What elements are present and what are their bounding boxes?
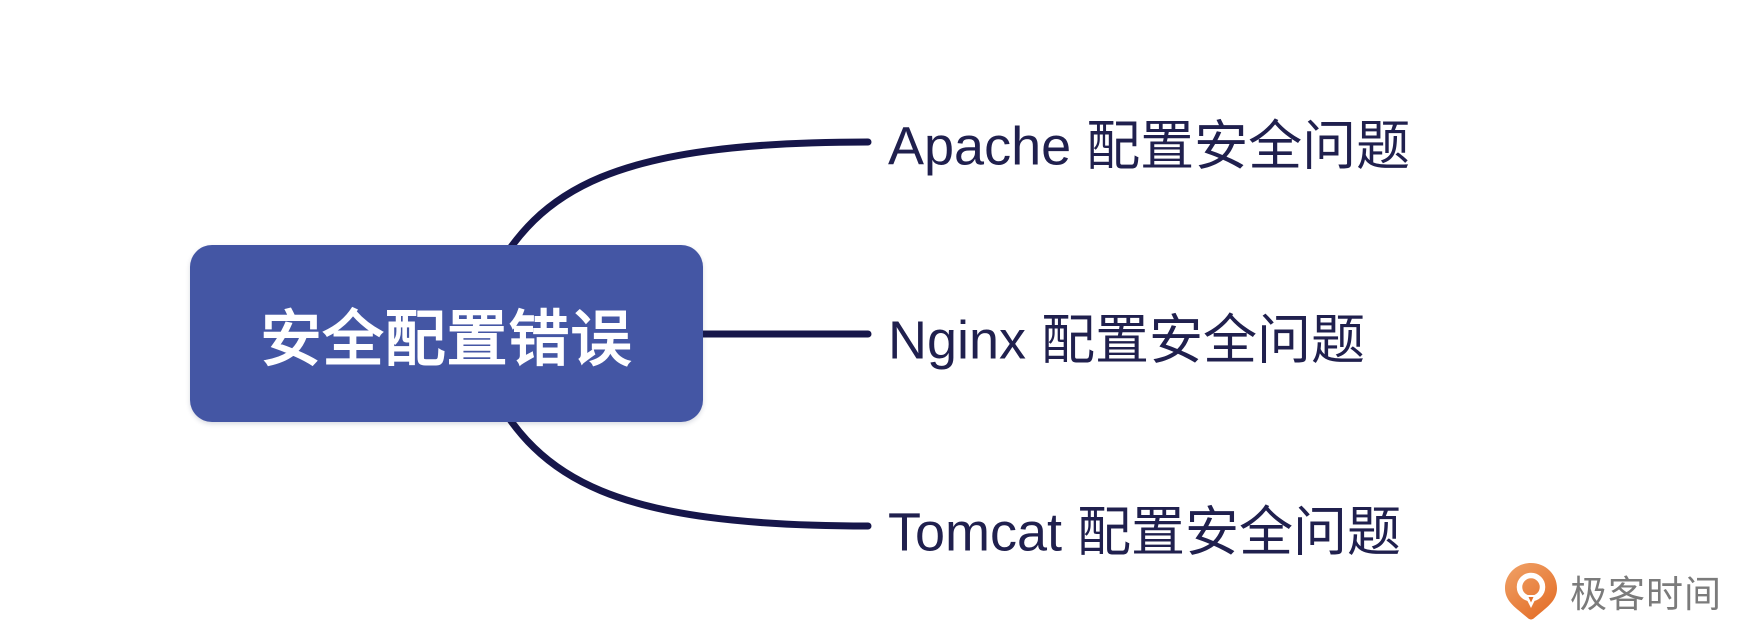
geek-time-pin-icon bbox=[1505, 563, 1557, 620]
branch-node-nginx[interactable]: Nginx 配置安全问题 bbox=[888, 310, 1366, 371]
root-node[interactable]: 安全配置错误 bbox=[190, 245, 703, 422]
watermark-logo: 极客时间 bbox=[1502, 560, 1722, 622]
branch-node-tomcat[interactable]: Tomcat 配置安全问题 bbox=[888, 502, 1402, 563]
connector-bottom-branch bbox=[486, 384, 872, 530]
watermark-logo-text: 极客时间 bbox=[1570, 574, 1722, 615]
branch-node-apache[interactable]: Apache 配置安全问题 bbox=[888, 116, 1411, 177]
root-node-label: 安全配置错误 bbox=[260, 305, 633, 373]
